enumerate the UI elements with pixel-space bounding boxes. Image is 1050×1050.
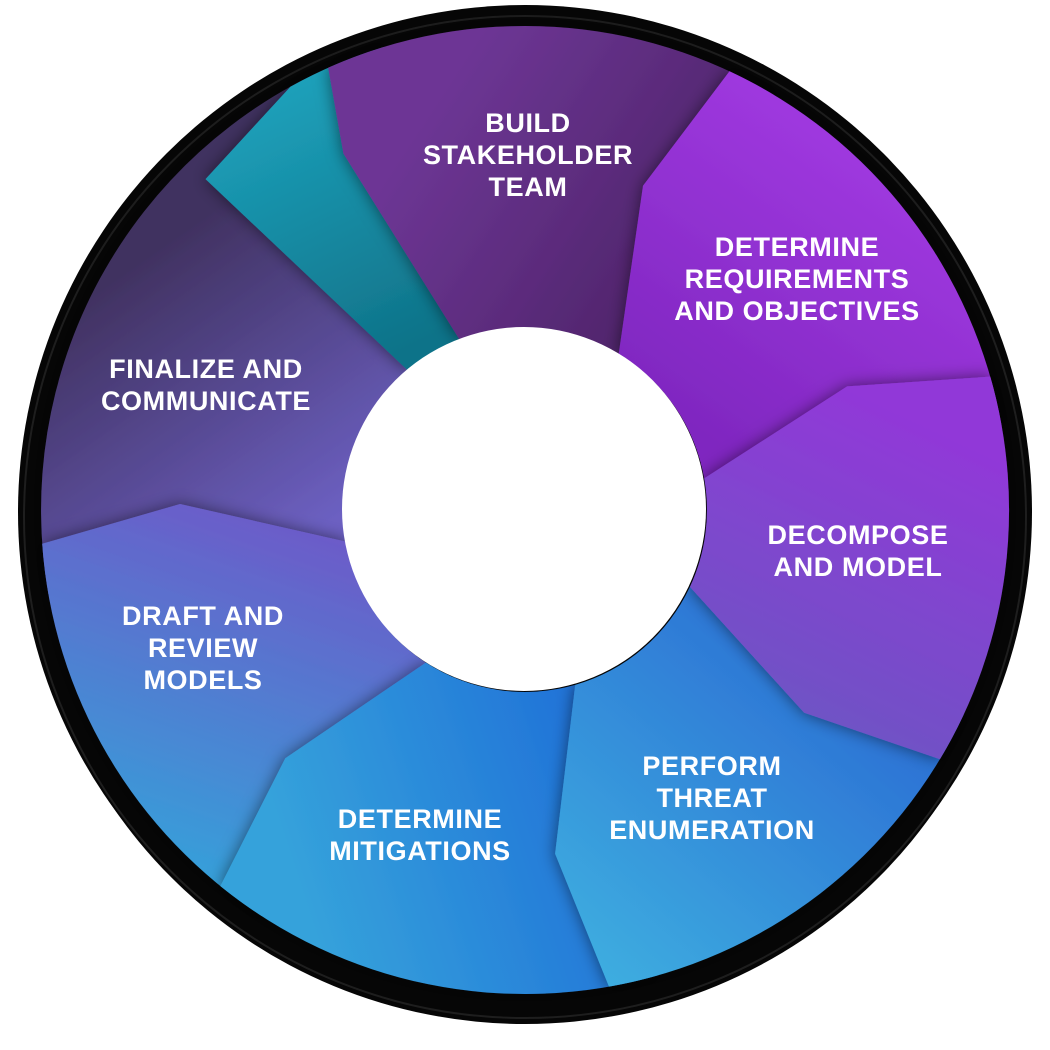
segment-label-determine-requirements-and-objectives-line3: AND OBJECTIVES [674, 296, 919, 326]
outer-ring-inner-texture [23, 15, 1027, 1019]
segment-determine-mitigations [220, 662, 659, 995]
segment-label-determine-requirements-and-objectives-line2: REQUIREMENTS [685, 264, 910, 294]
wheel-labels: FINALIZE ANDCOMMUNICATEBUILDSTAKEHOLDERT… [101, 108, 949, 866]
segment-label-determine-requirements-and-objectives-line1: DETERMINE [715, 232, 879, 262]
segment-label-draft-and-review-models-line2: REVIEW [148, 633, 258, 663]
segment-label-draft-and-review-models-line1: DRAFT AND [122, 601, 284, 631]
segment-determine-requirements-and-objectives [618, 71, 1002, 479]
wheel-center [342, 327, 706, 691]
segment-label-finalize-and-communicate-line1: FINALIZE AND [109, 354, 303, 384]
segment-label-build-stakeholder-team-line3: TEAM [489, 172, 568, 202]
segment-label-draft-and-review-models-line3: MODELS [143, 665, 262, 695]
segment-label-build-stakeholder-team-line1: BUILD [485, 108, 571, 138]
segment-label-decompose-and-model-line2: AND MODEL [774, 552, 943, 582]
segment-label-finalize-and-communicate-line2: COMMUNICATE [101, 386, 311, 416]
wheel-segments [41, 25, 1010, 995]
segment-label-perform-threat-enumeration-line2: THREAT [656, 783, 767, 813]
segment-draft-and-review-models [42, 504, 426, 916]
segment-label-determine-mitigations-line1: DETERMINE [338, 804, 502, 834]
segment-label-determine-mitigations-line2: MITIGATIONS [329, 836, 511, 866]
segment-label-build-stakeholder-team-line2: STAKEHOLDER [423, 140, 633, 170]
segment-label-perform-threat-enumeration-line3: ENUMERATION [609, 815, 815, 845]
segment-decompose-and-model [689, 376, 1010, 760]
segment-label-perform-threat-enumeration-line1: PERFORM [642, 751, 781, 781]
segment-label-decompose-and-model-line1: DECOMPOSE [768, 520, 949, 550]
